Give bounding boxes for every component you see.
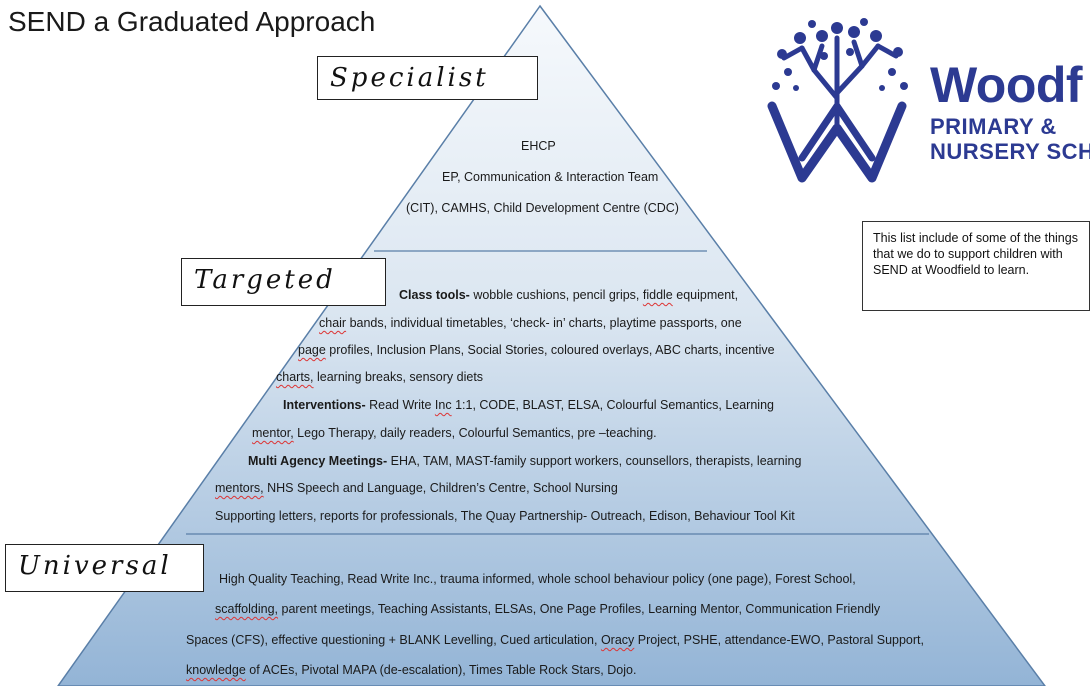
specialist-label: Specialist [317, 56, 538, 100]
note-text: This list include of some of the things … [873, 231, 1078, 277]
targeted-label: Targeted [181, 258, 386, 306]
universal-line: scaffolding, parent meetings, Teaching A… [215, 602, 880, 616]
interventions-line: mentor, Lego Therapy, daily readers, Col… [252, 426, 657, 440]
multi-agency-heading: Multi Agency Meetings- [248, 454, 388, 468]
multi-agency-line: mentors, NHS Speech and Language, Childr… [215, 481, 618, 495]
class-tools-line: page profiles, Inclusion Plans, Social S… [298, 343, 775, 357]
class-tools-line: chair bands, individual timetables, ‘che… [319, 316, 742, 330]
text-segment: Spaces (CFS), effective questioning + BL… [186, 633, 601, 647]
text-segment: profiles, Inclusion Plans, Social Storie… [325, 343, 775, 357]
text-segment: EHA, TAM, MAST-family support workers, c… [387, 454, 802, 468]
spellcheck-word: mentor, [252, 426, 294, 440]
page-title: SEND a Graduated Approach [8, 6, 376, 37]
spellcheck-word: charts, [276, 370, 314, 384]
universal-line: Spaces (CFS), effective questioning + BL… [186, 633, 924, 647]
text-segment: bands, individual timetables, ‘check- in… [346, 316, 742, 330]
class-tools-heading: Class tools- [399, 288, 470, 302]
note-box: This list include of some of the things … [862, 221, 1090, 311]
logo-word: Woodf [930, 57, 1083, 113]
text-segment: Project, PSHE, attendance-EWO, Pastoral … [634, 633, 924, 647]
text-segment: learning breaks, sensory diets [313, 370, 484, 384]
spellcheck-word: scaffolding, [215, 602, 279, 616]
text-segment: NHS Speech and Language, Children’s Cent… [263, 481, 618, 495]
specialist-line: EP, Communication & Interaction Team [442, 170, 659, 184]
text-segment: equipment, [672, 288, 739, 302]
school-logo-wordmark: Woodf PRIMARY & NURSERY SCH [930, 56, 1090, 164]
text-segment: Read Write [365, 398, 435, 412]
class-tools-line: Class tools- wobble cushions, pencil gri… [399, 288, 738, 302]
multi-agency-line: Multi Agency Meetings- EHA, TAM, MAST-fa… [248, 454, 801, 468]
text-segment: 1:1, CODE, BLAST, ELSA, Colourful Semant… [451, 398, 774, 412]
text-segment: Lego Therapy, daily readers, Colourful S… [293, 426, 657, 440]
pyramid-shape [57, 4, 1046, 686]
interventions-heading: Interventions- [283, 398, 366, 412]
interventions-line: Interventions- Read Write Inc 1:1, CODE,… [283, 398, 774, 412]
text-segment: parent meetings, Teaching Assistants, EL… [278, 602, 881, 616]
specialist-line: EHCP [521, 139, 556, 153]
logo-line-2: NURSERY SCH [930, 139, 1090, 164]
text-segment: wobble cushions, pencil grips, [469, 288, 643, 302]
text-segment: of ACEs, Pivotal MAPA (de-escalation), T… [245, 663, 637, 677]
logo-line-1: PRIMARY & [930, 114, 1057, 139]
universal-line: High Quality Teaching, Read Write Inc., … [219, 572, 856, 586]
universal-line: knowledge of ACEs, Pivotal MAPA (de-esca… [186, 663, 636, 677]
spellcheck-word: Inc [434, 398, 452, 412]
specialist-line: (CIT), CAMHS, Child Development Centre (… [406, 201, 679, 215]
spellcheck-word: Oracy [600, 633, 635, 647]
spellcheck-word: page [298, 343, 326, 357]
spellcheck-word: fiddle [642, 288, 673, 302]
spellcheck-word: mentors, [215, 481, 264, 495]
tree-w-logo-icon [767, 18, 908, 183]
spellcheck-word: knowledge [186, 663, 246, 677]
class-tools-line: charts, learning breaks, sensory diets [276, 370, 483, 384]
spellcheck-word: chair [319, 316, 347, 330]
universal-label: Universal [5, 544, 204, 592]
multi-agency-line: Supporting letters, reports for professi… [215, 509, 795, 523]
